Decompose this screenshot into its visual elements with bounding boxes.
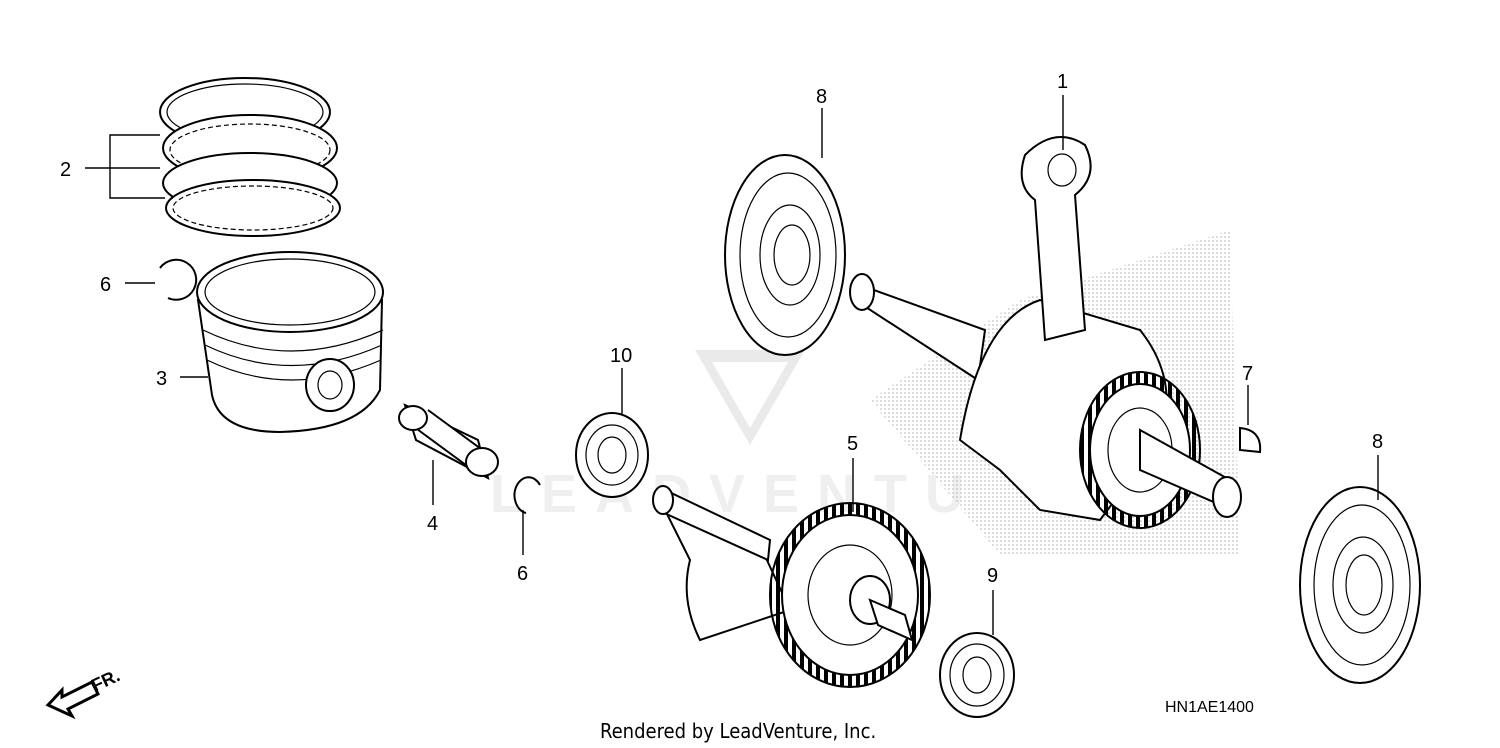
crankshaft (849, 136, 1242, 529)
bearing-10 (575, 412, 649, 498)
bearing-9 (939, 632, 1015, 718)
callout-1: 1 (1057, 71, 1068, 93)
callout-10: 10 (610, 345, 632, 367)
front-arrow-icon: FR. (45, 665, 123, 720)
piston-pin (398, 403, 499, 480)
callout-6-upper: 6 (100, 274, 111, 296)
callout-7: 7 (1242, 363, 1253, 385)
leader-lines (85, 95, 1379, 635)
balancer-shaft (652, 485, 931, 688)
piston-ring-set (159, 77, 341, 237)
bearing-8-left (724, 154, 846, 356)
piston (196, 251, 384, 434)
callout-8-right: 8 (1372, 431, 1383, 453)
callout-6-lower: 6 (517, 563, 528, 585)
svg-text:LEADVENTU: LEADVENTU (490, 464, 982, 524)
callout-8-left: 8 (816, 86, 827, 108)
credit-text: Rendered by LeadVenture, Inc. (600, 719, 876, 743)
piston-pin-clip-lower (513, 476, 541, 514)
piston-pin-clip-upper (159, 258, 198, 301)
callout-9: 9 (987, 565, 998, 587)
callout-4: 4 (427, 513, 438, 535)
callout-2: 2 (60, 159, 71, 181)
callout-5: 5 (847, 433, 858, 455)
diagram-code: HN1AE1400 (1165, 699, 1254, 716)
callout-3: 3 (156, 368, 167, 390)
woodruff-key (1239, 426, 1262, 454)
bearing-8-right (1299, 486, 1421, 684)
